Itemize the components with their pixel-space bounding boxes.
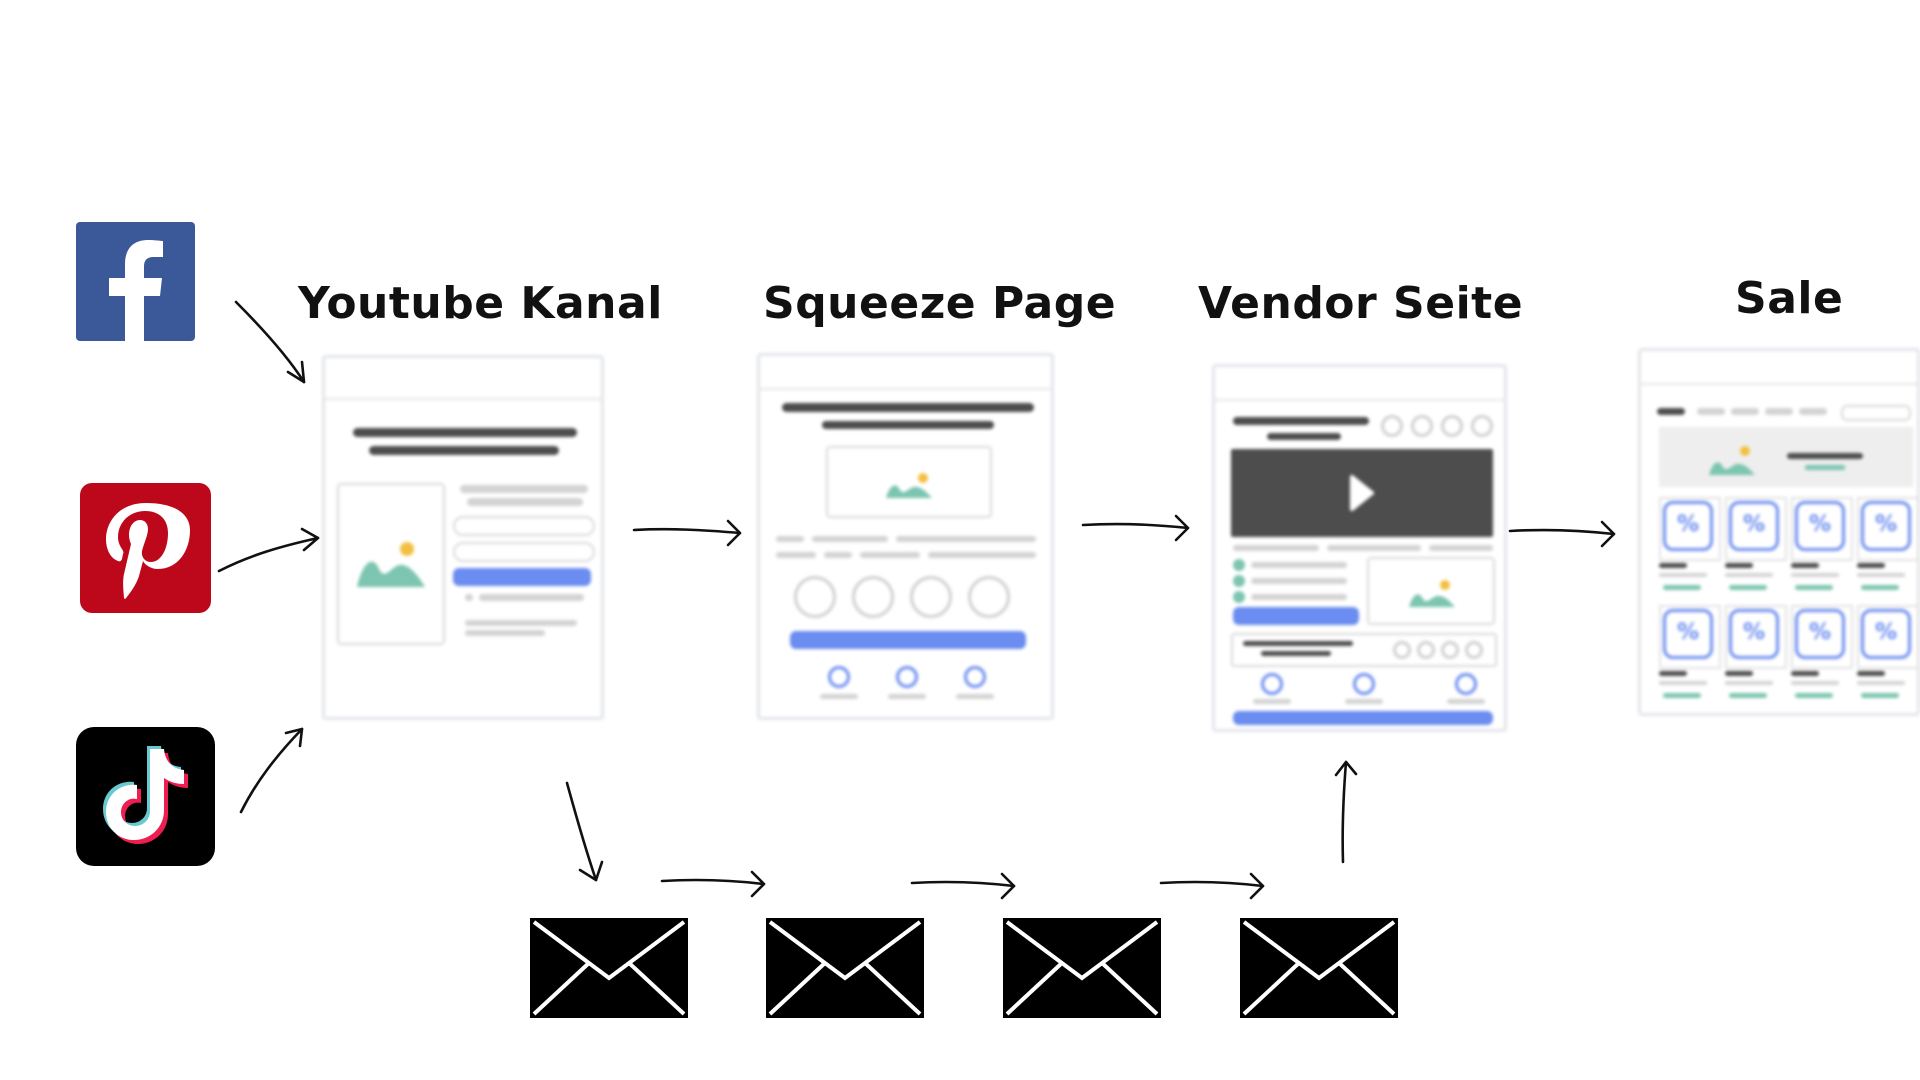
arrow-youtube-to-email bbox=[565, 781, 598, 882]
arrow-vendor-to-sale bbox=[1508, 528, 1616, 536]
facebook-icon bbox=[76, 222, 195, 341]
arrow-email1-to-email2 bbox=[660, 878, 766, 886]
arrow-squeeze-to-vendor bbox=[1081, 522, 1190, 530]
arrow-tiktok-to-youtube bbox=[239, 727, 304, 814]
pinterest-icon bbox=[80, 483, 211, 613]
tiktok-icon bbox=[76, 727, 215, 866]
envelope-icon bbox=[1240, 918, 1398, 1018]
envelope-icon bbox=[530, 918, 688, 1018]
envelope-icon bbox=[766, 918, 924, 1018]
arrow-email3-to-email4 bbox=[1159, 880, 1265, 888]
stage-title-vendor: Vendor Seite bbox=[1198, 278, 1524, 329]
stage-title-youtube: Youtube Kanal bbox=[298, 278, 663, 329]
envelope-icon bbox=[1003, 918, 1161, 1018]
arrow-pinterest-to-youtube bbox=[217, 536, 320, 573]
arrow-facebook-to-youtube bbox=[234, 300, 306, 384]
arrow-email-to-vendor bbox=[1341, 760, 1348, 864]
sale-page-mockup: % % % % % % % % bbox=[1638, 348, 1920, 716]
stage-title-sale: Sale bbox=[1735, 273, 1844, 324]
arrow-email2-to-email3 bbox=[910, 880, 1016, 888]
vendor-page-mockup bbox=[1212, 364, 1507, 732]
stage-title-squeeze: Squeeze Page bbox=[763, 278, 1117, 329]
squeeze-page-mockup bbox=[757, 353, 1054, 720]
youtube-page-mockup bbox=[322, 355, 604, 720]
arrow-youtube-to-squeeze bbox=[632, 527, 742, 535]
